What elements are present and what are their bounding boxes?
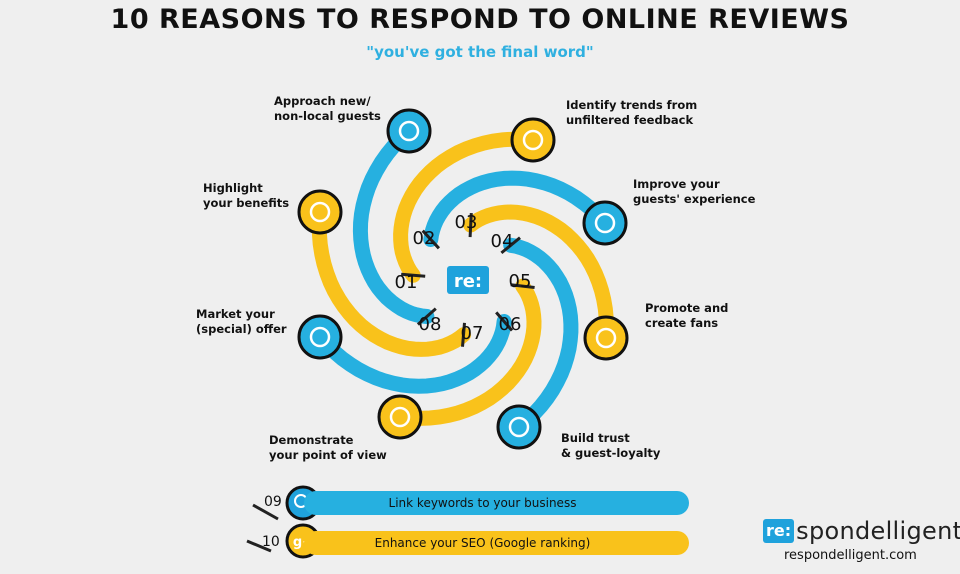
spiral-tick-04	[421, 229, 441, 250]
brand-url[interactable]: respondelligent.com	[784, 548, 917, 563]
family-icon	[386, 108, 432, 154]
spiral-tick-07	[510, 283, 535, 289]
spiral-tick-08	[495, 311, 514, 332]
page-subtitle: "you've got the final word"	[366, 43, 594, 61]
brand-logo: re: spondelligent	[763, 517, 960, 545]
spiral-number-07: 07	[461, 323, 484, 344]
page-title: 10 REASONS TO RESPOND TO ONLINE REVIEWS	[110, 4, 850, 35]
reason-label-02: Approach new/non-local guests	[274, 94, 381, 123]
center-logo-text: re:	[454, 271, 482, 292]
spiral-number-03: 03	[455, 212, 478, 233]
spiral-number-05: 05	[509, 271, 532, 292]
spiral-arm-02	[352, 123, 435, 324]
bar-09	[304, 491, 689, 515]
bar-10-number: 10	[262, 534, 280, 550]
spiral-tick-02	[416, 307, 437, 326]
spiral-ticks	[401, 213, 535, 347]
brand-name: spondelligent	[796, 517, 960, 545]
brand-logo-box: re:	[763, 519, 795, 543]
thumbs-up-chat-icon	[510, 117, 556, 163]
folder-icon	[377, 394, 423, 440]
bar-tick-09	[252, 503, 279, 521]
bar-tick-10	[246, 539, 272, 553]
spiral-tick-05	[468, 213, 473, 238]
spiral-tick-03	[401, 272, 426, 278]
house-chart-icon	[297, 314, 343, 360]
spiral-arm-03	[393, 131, 541, 283]
bar-10-text: Enhance your SEO (Google ranking)	[374, 536, 591, 550]
spiral-tick-01	[461, 322, 466, 347]
spiral-arm-01	[311, 204, 471, 357]
reason-label-08: Market your(special) offer	[196, 307, 287, 336]
center-logo: re:	[447, 266, 489, 294]
cocktails-icon	[582, 200, 628, 246]
spiral-arm-08	[312, 314, 512, 394]
spiral-tick-06	[500, 236, 521, 255]
bar-09-number: 09	[264, 494, 282, 510]
reason-label-06: Build trust& guest-loyalty	[561, 431, 661, 460]
spiral-arm-04	[423, 170, 613, 247]
spiral-arm-06	[503, 237, 579, 435]
spiral-arms	[311, 123, 614, 435]
spiral-number-01: 01	[395, 272, 418, 293]
spiral-number-04: 04	[491, 231, 514, 252]
spiral-icons	[297, 108, 629, 450]
spiral-number-06: 06	[499, 314, 522, 335]
spiral-arm-05	[463, 204, 614, 346]
bar-09-text: Link keywords to your business	[388, 496, 577, 510]
spiral-arm-07	[392, 278, 542, 426]
spiral-number-08: 08	[419, 314, 442, 335]
spiral-numbers: 01 02 03 04 05 06 07 08	[395, 212, 532, 344]
bar-10	[304, 531, 689, 555]
spiral-number-02: 02	[413, 228, 436, 249]
heart-hand-icon	[496, 404, 542, 450]
pencil-icon	[297, 189, 343, 235]
fans-hand-icon	[583, 315, 629, 361]
